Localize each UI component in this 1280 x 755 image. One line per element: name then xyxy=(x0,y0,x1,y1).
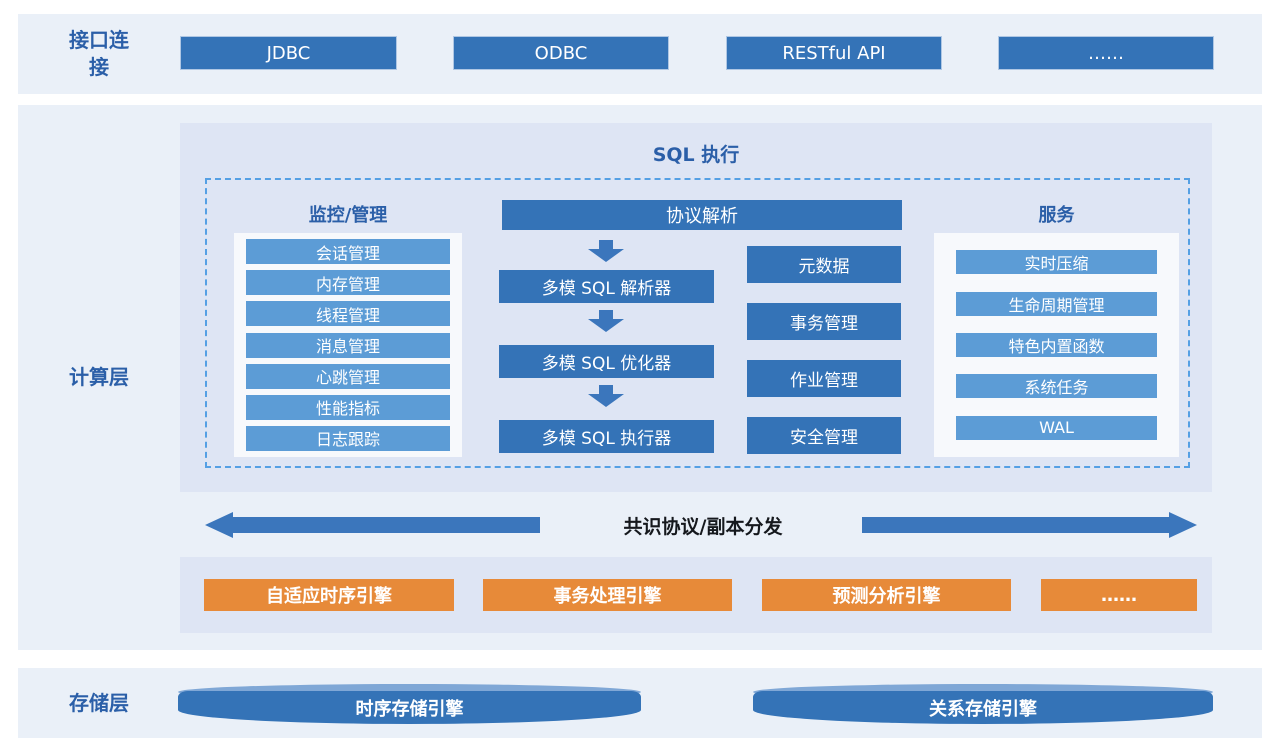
adaptive-timeseries-engine-box: 自适应时序引擎 xyxy=(204,579,454,611)
monitor-panel: 会话管理 内存管理 线程管理 消息管理 心跳管理 性能指标 日志跟踪 xyxy=(234,233,462,457)
restful-api-box: RESTful API xyxy=(726,36,942,70)
interface-layer-label: 接口连接 xyxy=(18,14,180,94)
monitor-item: 心跳管理 xyxy=(246,363,450,389)
compute-layer-label-text: 计算层 xyxy=(69,365,129,389)
monitor-item: 内存管理 xyxy=(246,270,450,296)
service-item: 系统任务 xyxy=(956,374,1157,399)
storage-layer-label-text: 存储层 xyxy=(69,690,129,715)
compute-layer-band: 计算层 SQL 执行 监控/管理 会话管理 内存管理 线程管理 消息管理 心跳管… xyxy=(18,105,1262,650)
cylinder-body xyxy=(178,691,641,724)
monitor-item: 线程管理 xyxy=(246,301,450,327)
sql-executor-box: 多模 SQL 执行器 xyxy=(499,420,714,453)
storage-layer-band: 存储层 时序存储引擎 关系存储引擎 xyxy=(18,668,1262,738)
cylinder-body xyxy=(753,691,1213,724)
interface-more-box: …… xyxy=(998,36,1214,70)
down-arrow-icon xyxy=(588,385,624,407)
service-item: WAL xyxy=(956,415,1157,440)
security-management-box: 安全管理 xyxy=(747,417,901,454)
transaction-processing-engine-box: 事务处理引擎 xyxy=(483,579,732,611)
transaction-management-box: 事务管理 xyxy=(747,303,901,340)
monitor-item: 消息管理 xyxy=(246,332,450,358)
sql-execution-panel: SQL 执行 监控/管理 会话管理 内存管理 线程管理 消息管理 心跳管理 性能… xyxy=(180,123,1212,492)
odbc-box: ODBC xyxy=(453,36,669,70)
service-item: 特色内置函数 xyxy=(956,332,1157,357)
service-item: 生命周期管理 xyxy=(956,291,1157,316)
storage-layer-label: 存储层 xyxy=(18,668,180,738)
jdbc-box: JDBC xyxy=(180,36,397,70)
right-arrow-icon xyxy=(862,512,1197,538)
compute-layer-label: 计算层 xyxy=(18,105,180,650)
sql-execution-title: SQL 执行 xyxy=(652,143,740,166)
job-management-box: 作业管理 xyxy=(747,360,901,397)
consensus-label: 共识协议/副本分发 xyxy=(623,515,783,538)
sql-parser-box: 多模 SQL 解析器 xyxy=(499,270,714,303)
down-arrow-icon xyxy=(588,310,624,332)
services-header: 服务 xyxy=(1038,205,1075,226)
monitor-item: 性能指标 xyxy=(246,394,450,420)
relational-storage-engine-label: 关系存储引擎 xyxy=(929,698,1037,720)
sql-execution-dashed-box: 监控/管理 会话管理 内存管理 线程管理 消息管理 心跳管理 性能指标 日志跟踪… xyxy=(205,178,1190,468)
engines-more-box: …… xyxy=(1041,579,1197,611)
metadata-box: 元数据 xyxy=(747,246,901,283)
protocol-parse-bar: 协议解析 xyxy=(502,200,902,230)
service-item: 实时压缩 xyxy=(956,250,1157,275)
interface-layer-band: 接口连接 JDBC ODBC RESTful API …… xyxy=(18,14,1262,94)
predictive-analytics-engine-box: 预测分析引擎 xyxy=(762,579,1011,611)
monitor-header: 监控/管理 xyxy=(308,205,388,226)
sql-optimizer-box: 多模 SQL 优化器 xyxy=(499,345,714,378)
services-panel: 实时压缩 生命周期管理 特色内置函数 系统任务 WAL xyxy=(934,233,1179,457)
relational-storage-engine-cylinder: 关系存储引擎 xyxy=(753,684,1213,724)
timeseries-storage-engine-label: 时序存储引擎 xyxy=(355,698,464,720)
down-arrow-icon xyxy=(588,240,624,262)
interface-layer-label-text: 接口连接 xyxy=(69,28,129,79)
monitor-item: 会话管理 xyxy=(246,239,450,265)
engines-panel: 自适应时序引擎 事务处理引擎 预测分析引擎 …… xyxy=(180,557,1212,633)
left-arrow-icon xyxy=(205,512,540,538)
monitor-item: 日志跟踪 xyxy=(246,425,450,451)
timeseries-storage-engine-cylinder: 时序存储引擎 xyxy=(178,684,641,724)
